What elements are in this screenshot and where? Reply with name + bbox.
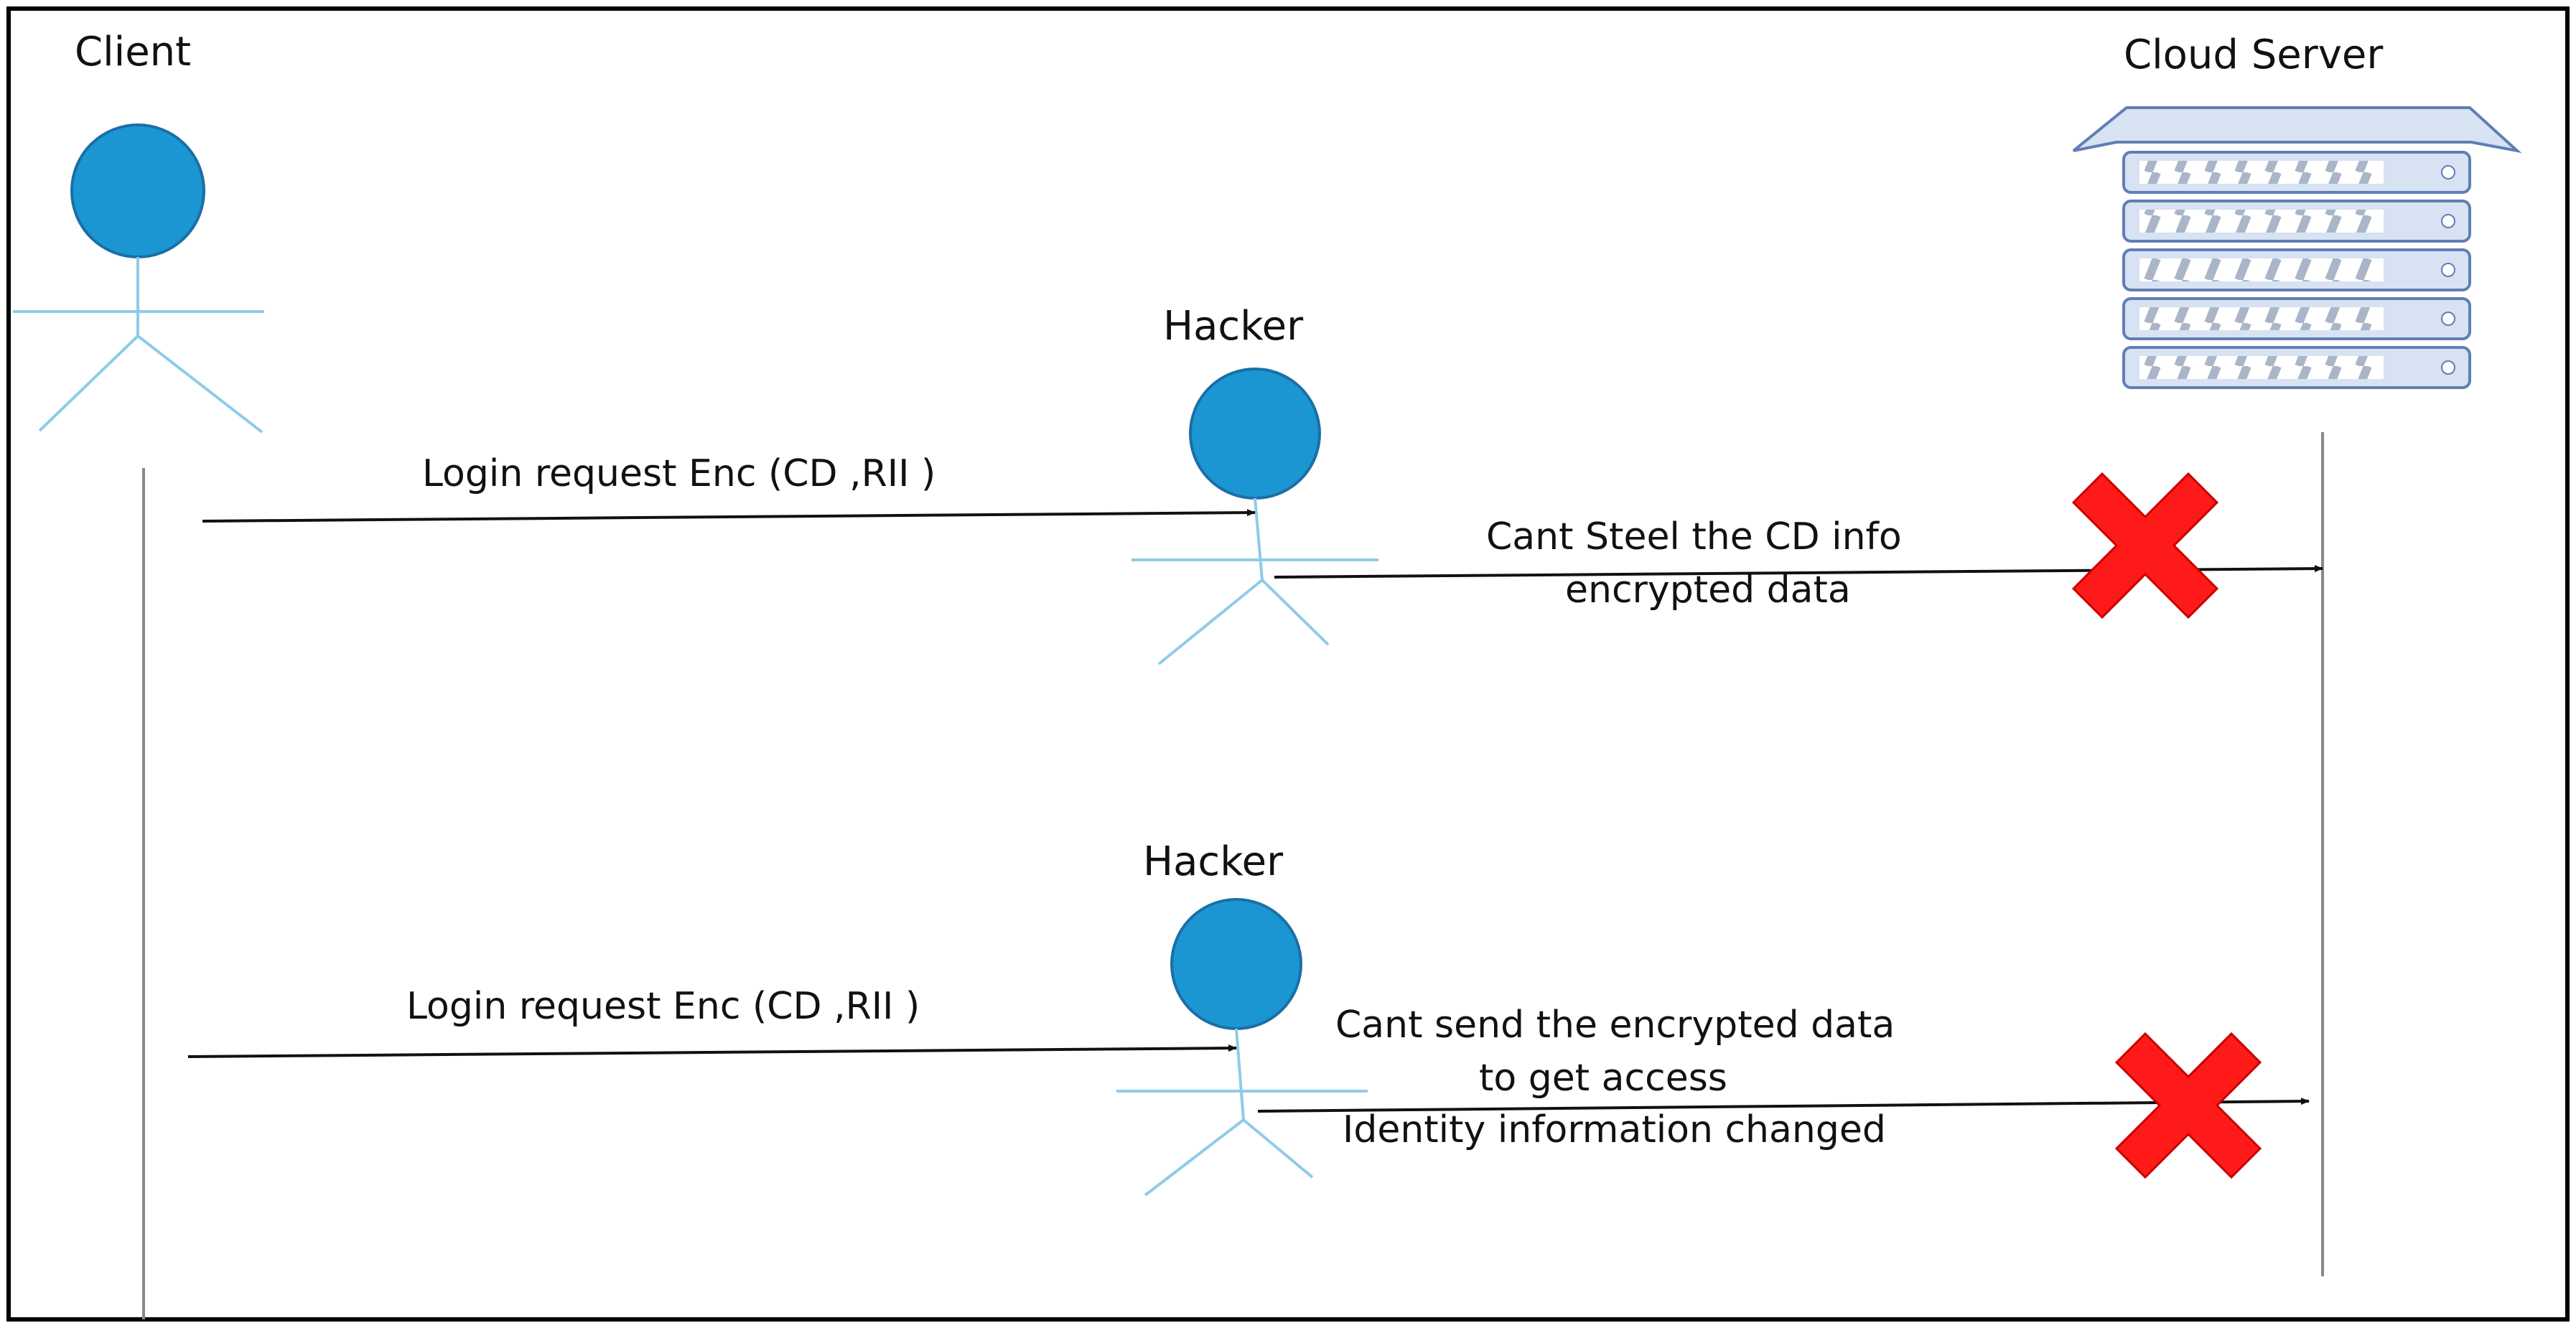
hacker-top-actor-icon bbox=[1131, 368, 1378, 665]
server-unit bbox=[2122, 248, 2471, 291]
server-label: Cloud Server bbox=[2124, 32, 2384, 78]
message-send-line3: Identity information changed bbox=[1343, 1108, 1886, 1151]
red-x-icon bbox=[2114, 1032, 2262, 1179]
client-label: Client bbox=[75, 29, 192, 75]
arrow-hacker-bottom-to-server bbox=[1257, 1098, 2310, 1113]
message-login-top: Login request Enc (CD ,RII ) bbox=[422, 452, 936, 495]
server-unit bbox=[2122, 346, 2471, 389]
server-rack-icon bbox=[2072, 106, 2522, 389]
server-unit bbox=[2122, 151, 2471, 194]
message-send-line1: Cant send the encrypted data bbox=[1335, 1004, 1895, 1047]
hacker-top-label: Hacker bbox=[1163, 303, 1304, 350]
message-send-line2: to get access bbox=[1479, 1057, 1727, 1100]
message-steal-line2: encrypted data bbox=[1565, 569, 1851, 612]
server-unit bbox=[2122, 297, 2471, 340]
diagram-border bbox=[6, 6, 2570, 1322]
message-login-bottom: Login request Enc (CD ,RII ) bbox=[406, 985, 920, 1028]
red-x-icon bbox=[2071, 472, 2219, 619]
arrow-client-to-hacker-top bbox=[202, 509, 1256, 523]
client-actor-icon bbox=[13, 123, 264, 434]
message-steal-line1: Cant Steel the CD info bbox=[1486, 515, 1902, 558]
arrow-client-to-hacker-bottom bbox=[187, 1044, 1237, 1058]
server-unit bbox=[2122, 200, 2471, 243]
hacker-bottom-actor-icon bbox=[1116, 898, 1368, 1197]
hacker-bottom-label: Hacker bbox=[1143, 838, 1284, 885]
